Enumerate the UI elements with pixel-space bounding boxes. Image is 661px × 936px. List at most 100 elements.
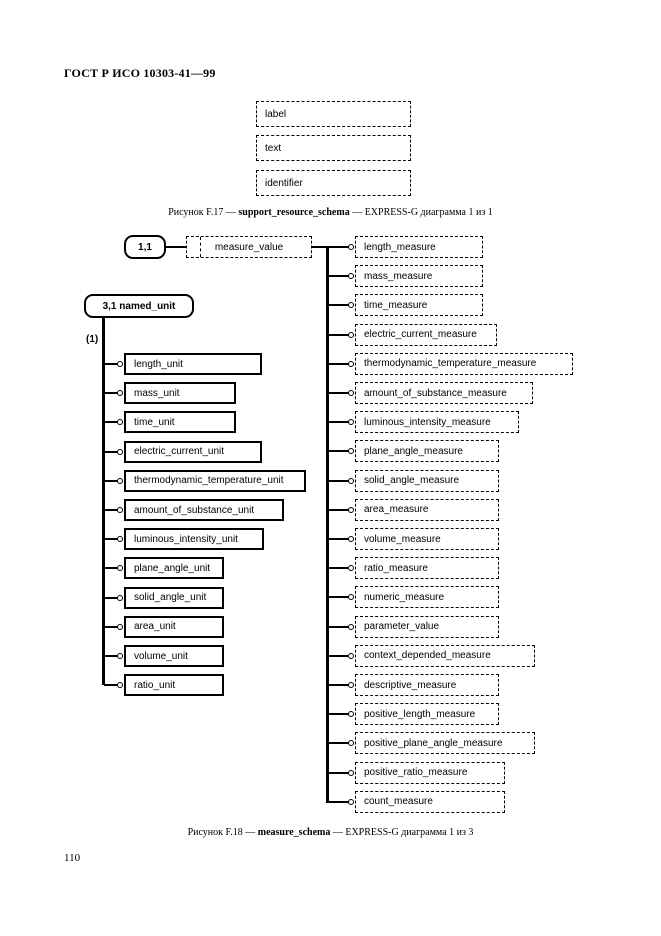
entity-text: text xyxy=(256,135,411,161)
measure-connector xyxy=(328,684,350,686)
unit-time-unit: time_unit xyxy=(124,411,236,434)
unit-circle-icon xyxy=(117,536,123,543)
measure-circle-icon xyxy=(348,448,354,455)
unit-connector xyxy=(104,655,120,657)
measure-amount-of-substance-measure: amount_of_substance_measure xyxy=(355,382,533,404)
caption-schema: measure_schema xyxy=(257,827,331,838)
page-number: 110 xyxy=(64,852,81,864)
unit-thermodynamic-temperature-unit: thermodynamic_temperature_unit xyxy=(124,469,306,492)
unit-circle-icon xyxy=(117,477,123,484)
unit-circle-icon xyxy=(117,623,123,630)
unit-circle-icon xyxy=(117,361,123,367)
unit-luminous-intensity-unit: luminous_intensity_unit xyxy=(124,528,264,551)
measure-positive-plane-angle-measure: positive_plane_angle_measure xyxy=(355,732,535,755)
measure-ratio-measure: ratio_measure xyxy=(355,557,499,580)
measure-time-measure: time_measure xyxy=(355,294,483,317)
unit-volume-unit: volume_unit xyxy=(124,645,224,667)
measures-trunk xyxy=(326,246,329,803)
page-ref-3-1-named-unit: 3,1 named_unit xyxy=(84,294,194,318)
measure-positive-length-measure: positive_length_measure xyxy=(355,703,499,726)
measure-circle-icon xyxy=(348,390,354,396)
caption-suffix: — EXPRESS-G диаграмма 1 из 1 xyxy=(349,207,493,218)
measure-volume-measure: volume_measure xyxy=(355,528,499,550)
unit-connector xyxy=(104,421,120,424)
select-divider xyxy=(200,237,201,257)
measure-circle-icon xyxy=(348,506,354,513)
unit-circle-icon xyxy=(117,507,123,513)
measure-connector xyxy=(328,538,350,540)
measure-connector xyxy=(328,421,350,424)
unit-electric-current-unit: electric_current_unit xyxy=(124,440,262,463)
measure-context-depended-measure: context_depended_measure xyxy=(355,644,535,667)
measure-circle-icon xyxy=(348,302,354,309)
select-measure-value: measure_value xyxy=(186,236,312,258)
measure-area-measure: area_measure xyxy=(355,498,499,521)
unit-connector xyxy=(104,567,120,570)
measure-numeric-measure: numeric_measure xyxy=(355,586,499,609)
measure-circle-icon xyxy=(348,623,354,630)
measure-circle-icon xyxy=(348,594,354,601)
caption-prefix: Рисунок F.17 — xyxy=(168,207,239,218)
measure-connector xyxy=(328,275,350,278)
unit-circle-icon xyxy=(117,448,123,455)
measure-electric-current-measure: electric_current_measure xyxy=(355,323,497,346)
measure-connector xyxy=(328,304,350,307)
measure-connector xyxy=(328,771,350,774)
unit-connector xyxy=(104,450,120,453)
unit-connector xyxy=(104,479,120,482)
measure-circle-icon xyxy=(348,477,354,484)
measure-connector xyxy=(328,625,350,628)
measure-connector xyxy=(328,479,350,482)
unit-circle-icon xyxy=(117,419,123,426)
measure-circle-icon xyxy=(348,536,354,542)
unit-ratio-unit: ratio_unit xyxy=(124,674,224,697)
unit-mass-unit: mass_unit xyxy=(124,382,236,405)
measure-mass-measure: mass_measure xyxy=(355,265,483,288)
measure-circle-icon xyxy=(348,769,354,776)
units-trunk xyxy=(102,318,105,685)
measure-connector xyxy=(328,450,350,453)
unit-connector xyxy=(104,596,120,599)
caption-schema: support_resource_schema xyxy=(238,207,350,218)
measure-connector xyxy=(328,246,350,248)
unit-connector xyxy=(104,625,120,628)
measure-circle-icon xyxy=(348,798,354,805)
figure-f17-caption: Рисунок F.17 — support_resource_schema —… xyxy=(0,207,661,218)
measure-circle-icon xyxy=(348,740,354,747)
measure-solid-angle-measure: solid_angle_measure xyxy=(355,469,499,492)
measure-circle-icon xyxy=(348,331,354,338)
measure-connector xyxy=(328,333,350,336)
unit-amount-of-substance-unit: amount_of_substance_unit xyxy=(124,499,284,521)
measure-connector xyxy=(328,742,350,745)
measure-connector xyxy=(328,362,350,365)
unit-circle-icon xyxy=(117,653,123,659)
unit-connector xyxy=(104,392,120,395)
measure-circle-icon xyxy=(348,652,354,659)
caption-prefix: Рисунок F.18 — xyxy=(187,827,258,838)
unit-circle-icon xyxy=(117,594,123,601)
unit-connector xyxy=(104,363,120,365)
measure-circle-icon xyxy=(348,682,354,688)
measure-positive-ratio-measure: positive_ratio_measure xyxy=(355,761,505,784)
measure-luminous-intensity-measure: luminous_intensity_measure xyxy=(355,411,519,434)
measure-plane-angle-measure: plane_angle_measure xyxy=(355,440,499,463)
measure-length-measure: length_measure xyxy=(355,236,483,258)
measure-count-measure: count_measure xyxy=(355,790,505,813)
measure-connector xyxy=(328,596,350,599)
unit-connector xyxy=(104,509,120,511)
measure-parameter-value: parameter_value xyxy=(355,615,499,638)
unit-connector xyxy=(104,538,120,541)
measure-connector xyxy=(328,392,350,394)
figure-f18-caption: Рисунок F.18 — measure_schema — EXPRESS-… xyxy=(0,827,661,838)
measure-connector xyxy=(328,567,350,570)
unit-circle-icon xyxy=(117,682,123,689)
measure-circle-icon xyxy=(348,273,354,280)
caption-suffix: — EXPRESS-G диаграмма 1 из 3 xyxy=(330,827,474,838)
unit-connector xyxy=(104,684,120,687)
entity-identifier: identifier xyxy=(256,170,411,196)
unit-plane-angle-unit: plane_angle_unit xyxy=(124,557,224,580)
unit-solid-angle-unit: solid_angle_unit xyxy=(124,586,224,609)
measure-connector xyxy=(328,654,350,657)
measure-descriptive-measure: descriptive_measure xyxy=(355,674,499,696)
